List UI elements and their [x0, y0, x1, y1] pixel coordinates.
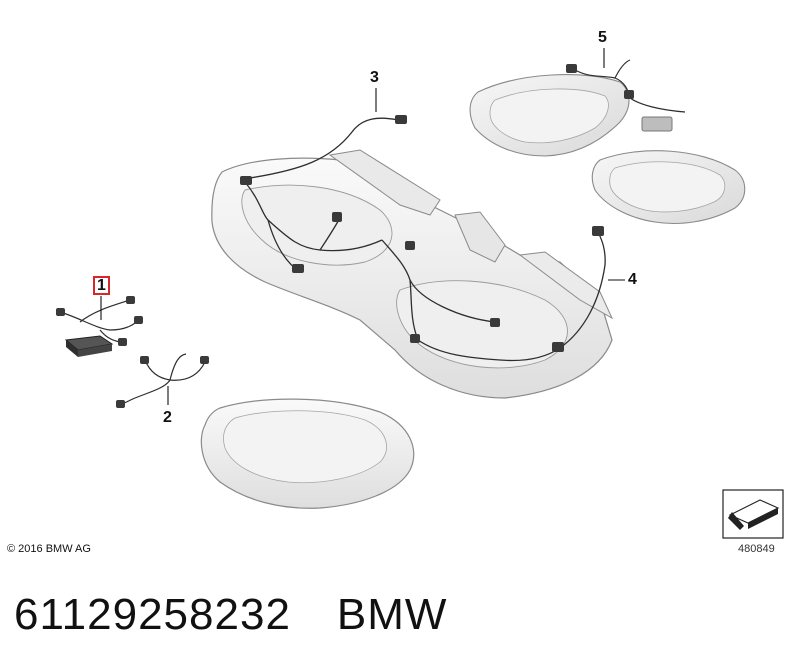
leader-lines: [100, 48, 625, 405]
seat-cushion-lower: [200, 398, 415, 509]
rear-seat-base: [211, 149, 614, 399]
copyright-text: © 2016 BMW AG: [7, 543, 91, 555]
callout-5: 5: [598, 29, 607, 46]
reference-number: 480849: [738, 543, 775, 555]
part-number: 61129258232: [14, 590, 291, 639]
callout-2: 2: [163, 409, 172, 426]
seat-heating-pad-upper: [469, 74, 630, 157]
reference-symbol: [722, 489, 784, 539]
wiring-harness-2: [121, 353, 206, 405]
part-caption: 61129258232 BMW: [14, 590, 447, 640]
callout-1: 1: [93, 276, 110, 295]
connectors-2: [116, 356, 209, 408]
seat-heating-pad-lower: [591, 150, 746, 224]
control-module-harness: [56, 296, 143, 357]
callout-3: 3: [370, 69, 379, 86]
wiring-harness-5: [574, 59, 686, 113]
harness-connectors: [240, 115, 604, 352]
brand-name: BMW: [336, 590, 448, 639]
connectors-5: [566, 64, 673, 132]
wiring-harness-seat: [244, 117, 606, 362]
callout-4: 4: [628, 271, 637, 288]
